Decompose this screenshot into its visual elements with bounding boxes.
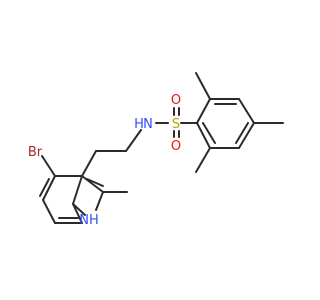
- atom-label-n: N: [143, 117, 153, 132]
- bond: [196, 122, 211, 149]
- bond-lines: [39, 72, 284, 224]
- bond: [42, 175, 56, 201]
- bond: [86, 178, 104, 187]
- bond: [238, 98, 255, 124]
- bond: [196, 98, 211, 124]
- bond: [39, 178, 50, 197]
- atom-label-h: H: [134, 117, 144, 132]
- bond: [195, 72, 211, 100]
- bond: [81, 175, 104, 193]
- atom-label-s: S: [172, 117, 180, 132]
- bond: [42, 199, 56, 224]
- bond: [235, 122, 249, 144]
- bond: [95, 191, 104, 211]
- atom-labels: N H S O O Br NH: [28, 93, 181, 228]
- bond: [202, 122, 216, 144]
- bond: [72, 203, 83, 224]
- atom-label-o-bottom: O: [171, 139, 181, 154]
- atom-label-o-top: O: [171, 93, 181, 108]
- atom-label-nh: NH: [79, 213, 99, 228]
- bond: [72, 203, 86, 216]
- bond: [81, 150, 97, 177]
- bond: [125, 129, 142, 152]
- bond: [72, 175, 83, 205]
- atom-label-br: Br: [28, 145, 43, 160]
- bond: [41, 155, 56, 177]
- molecule-structure-diagram: N H S O O Br NH: [28, 72, 284, 228]
- bond: [238, 122, 255, 149]
- bond: [195, 147, 211, 173]
